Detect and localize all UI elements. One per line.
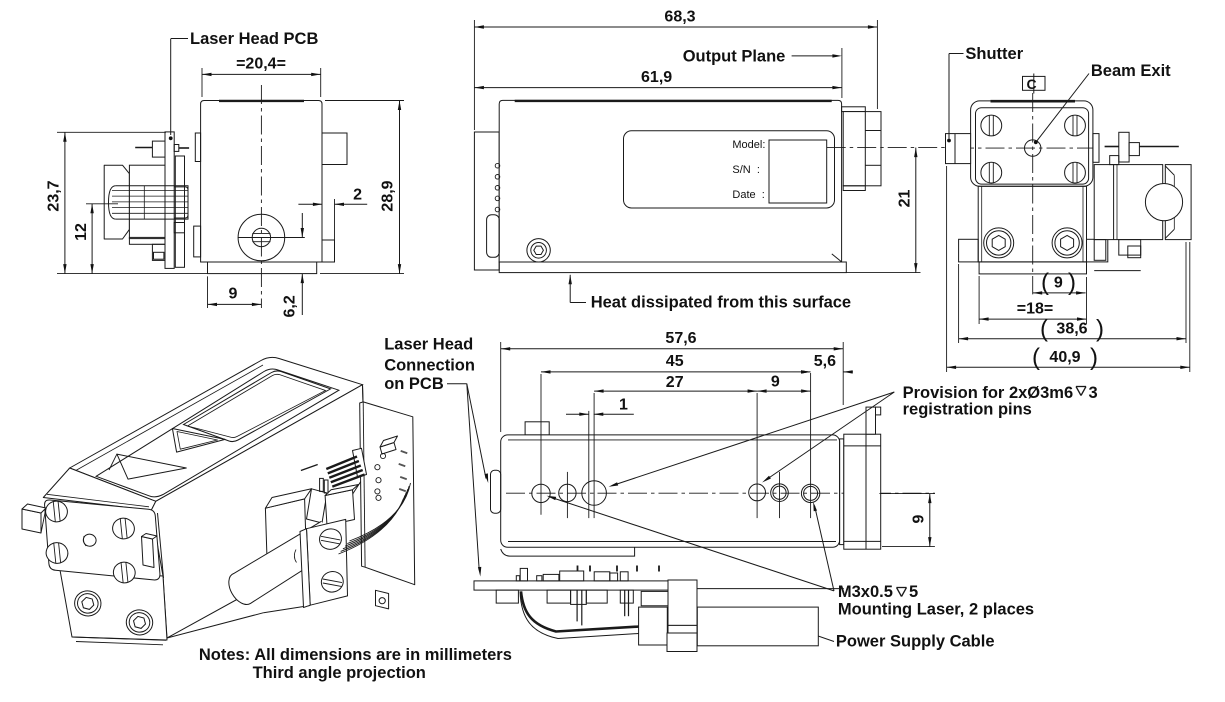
svg-text:9: 9 xyxy=(1054,275,1063,292)
svg-text:9: 9 xyxy=(771,373,780,390)
svg-text:=18=: =18= xyxy=(1017,301,1053,318)
svg-text:23,7: 23,7 xyxy=(46,180,63,211)
svg-text:21: 21 xyxy=(897,190,914,208)
svg-text:M3x0.5: M3x0.5 xyxy=(838,583,893,601)
svg-text:28,9: 28,9 xyxy=(380,180,397,211)
svg-text:=20,4=: =20,4= xyxy=(236,56,286,73)
svg-text:): ) xyxy=(1068,269,1076,296)
svg-text:3: 3 xyxy=(1089,384,1098,402)
svg-text:Provision for 2xØ3m6: Provision for 2xØ3m6 xyxy=(903,384,1074,402)
svg-text:Notes: All dimensions are in m: Notes: All dimensions are in millimeters xyxy=(199,646,512,664)
svg-text:C: C xyxy=(1026,76,1036,92)
svg-text:57,6: 57,6 xyxy=(665,330,696,347)
svg-text:Connection: Connection xyxy=(384,357,475,375)
svg-text:Power Supply Cable: Power Supply Cable xyxy=(836,633,995,651)
svg-text:9: 9 xyxy=(911,514,928,523)
svg-text:Laser Head: Laser Head xyxy=(384,336,473,354)
svg-text:61,9: 61,9 xyxy=(641,69,672,86)
svg-text:registration pins: registration pins xyxy=(903,401,1032,419)
svg-text:5: 5 xyxy=(909,583,918,601)
svg-text:Output Plane: Output Plane xyxy=(683,48,786,66)
svg-text:45: 45 xyxy=(666,353,684,370)
svg-text:38,6: 38,6 xyxy=(1056,320,1087,337)
svg-text:(: ( xyxy=(1032,344,1040,371)
svg-text:9: 9 xyxy=(229,286,238,303)
svg-text:Third angle projection: Third angle projection xyxy=(253,664,426,682)
svg-text:Beam Exit: Beam Exit xyxy=(1091,62,1171,80)
svg-text:12: 12 xyxy=(73,223,90,241)
svg-text:Mounting Laser, 2 places: Mounting Laser, 2 places xyxy=(838,601,1034,619)
svg-text:S/N :: S/N : xyxy=(732,164,760,176)
svg-text:Laser Head PCB: Laser Head PCB xyxy=(190,30,318,48)
svg-text:1: 1 xyxy=(619,396,628,413)
svg-text:(: ( xyxy=(1040,316,1048,343)
svg-text:Heat dissipated from this surf: Heat dissipated from this surface xyxy=(591,294,851,312)
svg-text:Model:: Model: xyxy=(732,139,765,151)
svg-text:40,9: 40,9 xyxy=(1049,349,1080,366)
svg-text:): ) xyxy=(1096,316,1104,343)
svg-text:(: ( xyxy=(1041,269,1049,296)
svg-text:Shutter: Shutter xyxy=(965,45,1023,63)
svg-text:): ) xyxy=(1090,344,1098,371)
svg-text:27: 27 xyxy=(666,374,684,391)
svg-text:6,2: 6,2 xyxy=(282,295,299,317)
svg-text:2: 2 xyxy=(353,187,362,204)
svg-text:Date :: Date : xyxy=(732,189,764,201)
svg-text:68,3: 68,3 xyxy=(664,9,695,26)
svg-text:on PCB: on PCB xyxy=(384,375,444,393)
svg-text:5,6: 5,6 xyxy=(814,353,836,370)
